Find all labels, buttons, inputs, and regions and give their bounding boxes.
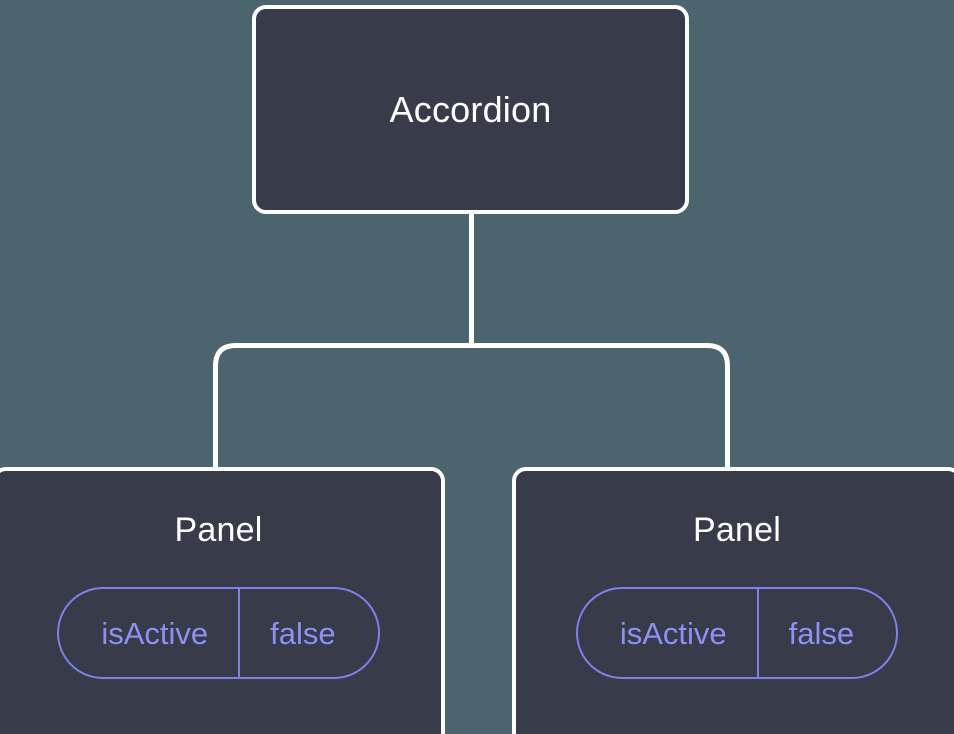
prop-badge-key: isActive (101, 615, 209, 651)
node-title: Accordion (389, 88, 552, 130)
prop-badge-value: false (238, 589, 377, 677)
node-panel-1[interactable]: Panel isActive false (0, 467, 445, 734)
node-accordion[interactable]: Accordion (252, 5, 689, 214)
prop-badge-key: isActive (619, 615, 727, 651)
prop-badge-value: false (756, 589, 896, 677)
connector-branch-bus (213, 343, 730, 470)
node-title: Panel (174, 511, 263, 549)
prop-badge-isactive[interactable]: isActive false (57, 587, 380, 679)
node-title: Panel (693, 511, 781, 549)
node-panel-2[interactable]: Panel isActive false (512, 467, 954, 734)
prop-badge-isactive[interactable]: isActive false (575, 587, 899, 679)
